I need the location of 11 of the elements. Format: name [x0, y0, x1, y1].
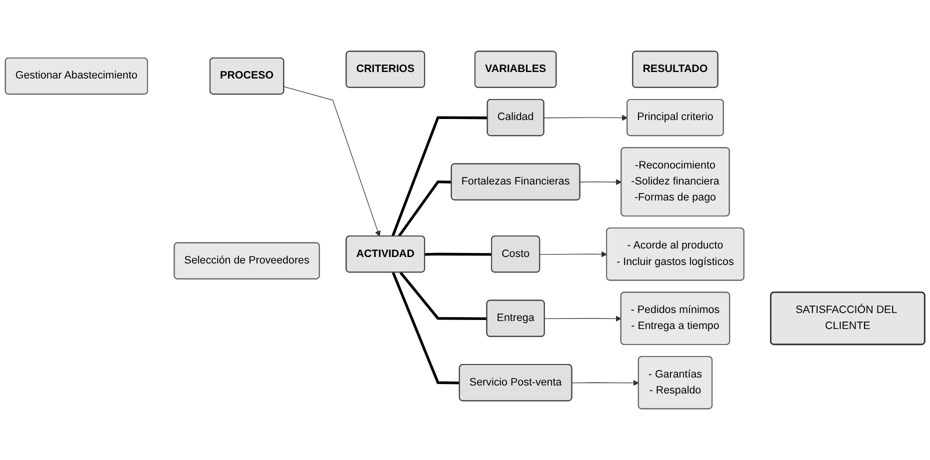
- arrow: [544, 316, 622, 322]
- arrow: [572, 380, 639, 386]
- arrow: [284, 86, 381, 237]
- connector: [391, 116, 488, 237]
- arrow: [540, 251, 608, 258]
- arrow: [580, 179, 622, 186]
- connector: [398, 180, 452, 238]
- connector: [399, 272, 488, 320]
- arrow: [544, 114, 628, 121]
- connector: [392, 272, 460, 384]
- connector: [424, 252, 492, 256]
